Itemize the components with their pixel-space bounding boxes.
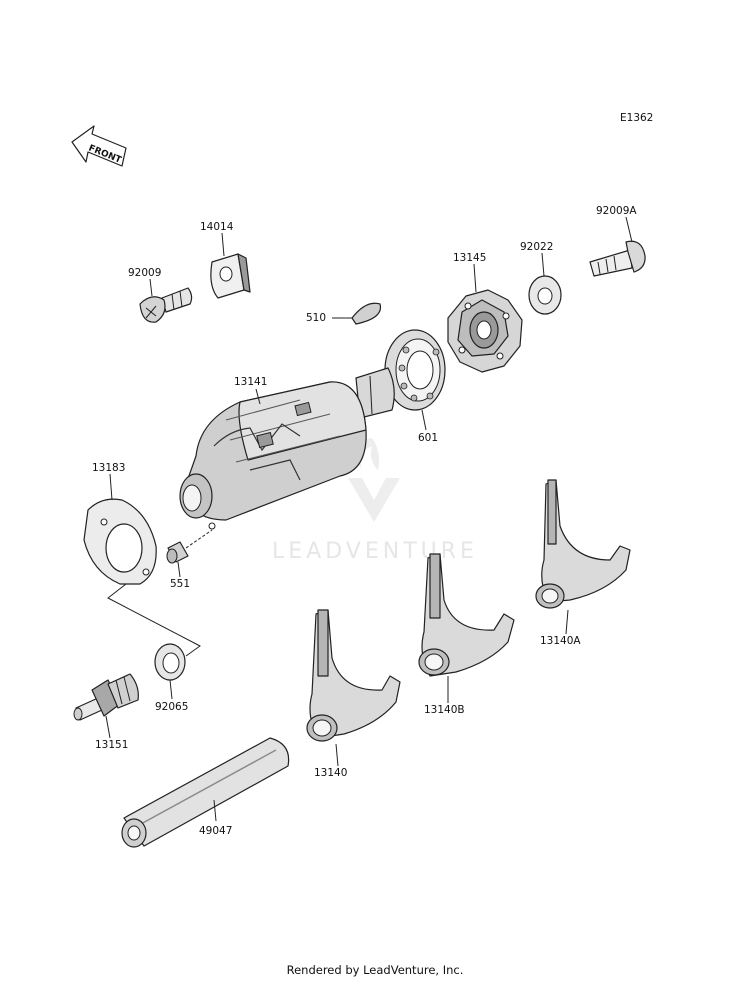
switch-13151[interactable] bbox=[73, 673, 139, 721]
shaft-49047[interactable] bbox=[121, 737, 290, 848]
label-49047: 49047 bbox=[199, 825, 232, 837]
plate-13183[interactable] bbox=[83, 498, 157, 585]
label-13141: 13141 bbox=[234, 376, 267, 388]
watermark-text: LEADVENTURE bbox=[272, 539, 478, 564]
shift-drum-13141[interactable] bbox=[179, 367, 395, 530]
washer-92022[interactable] bbox=[528, 275, 562, 315]
label-13183: 13183 bbox=[92, 462, 125, 474]
shift-fork-13140[interactable] bbox=[306, 609, 401, 742]
label-13145: 13145 bbox=[453, 252, 486, 264]
label-92022: 92022 bbox=[520, 241, 553, 253]
bolt-92009a[interactable] bbox=[589, 240, 646, 277]
label-92009a: 92009A bbox=[596, 205, 637, 217]
pin-551[interactable] bbox=[166, 541, 189, 564]
label-13140a: 13140A bbox=[540, 635, 581, 647]
bolt-92009[interactable] bbox=[139, 287, 193, 323]
footer-credit: Rendered by LeadVenture, Inc. bbox=[287, 963, 464, 977]
washer-92065[interactable] bbox=[154, 643, 186, 681]
label-551: 551 bbox=[170, 578, 190, 590]
shift-fork-13140b[interactable] bbox=[418, 553, 515, 677]
key-510[interactable] bbox=[351, 302, 382, 325]
label-13151: 13151 bbox=[95, 739, 128, 751]
label-601: 601 bbox=[418, 432, 438, 444]
front-arrow-icon: FRONT bbox=[71, 125, 127, 167]
shift-fork-13140a[interactable] bbox=[535, 479, 631, 609]
label-13140b: 13140B bbox=[424, 704, 465, 716]
diagram-code: E1362 bbox=[620, 112, 653, 124]
label-92065: 92065 bbox=[155, 701, 188, 713]
plate-14014[interactable] bbox=[210, 253, 251, 299]
label-14014: 14014 bbox=[200, 221, 234, 233]
watermark-logo: LEADVENTURE bbox=[272, 438, 478, 564]
label-92009: 92009 bbox=[128, 267, 161, 279]
bearing-601[interactable] bbox=[384, 329, 446, 411]
drum-cam-13145[interactable] bbox=[447, 289, 523, 373]
label-510: 510 bbox=[306, 312, 326, 324]
label-13140: 13140 bbox=[314, 767, 347, 779]
